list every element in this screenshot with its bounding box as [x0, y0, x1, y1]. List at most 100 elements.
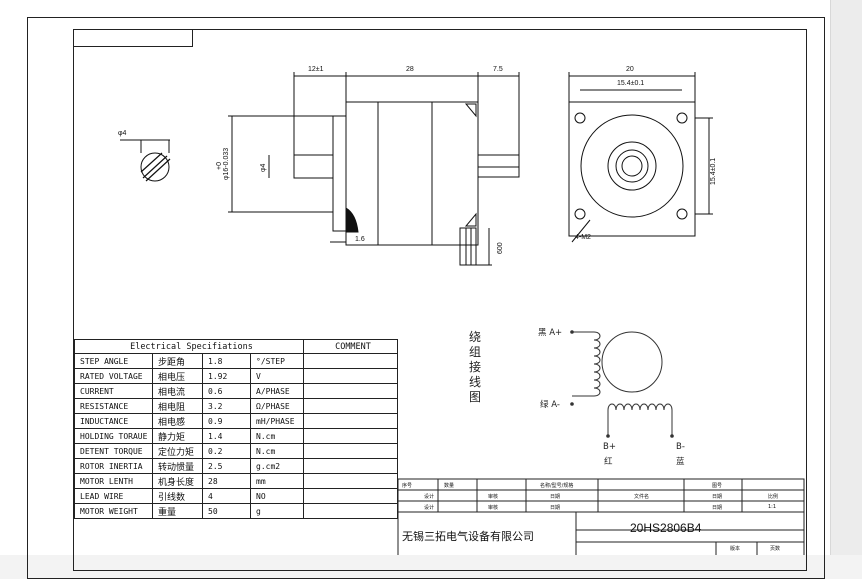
- spec-comment-cell: [303, 383, 398, 399]
- dim-shaft-length: 12±1: [308, 66, 324, 73]
- tb-design: 设计: [424, 494, 435, 500]
- spec-unit: V: [250, 368, 304, 384]
- dim-pilot-diameter: φ16-0.033: [223, 147, 230, 180]
- coil-a: [572, 331, 601, 397]
- spec-name-en: CURRENT: [74, 383, 153, 399]
- comment-header: COMMENT: [303, 339, 398, 354]
- spec-name-cn: 转动惯量: [152, 458, 203, 474]
- model-number: 20HS2806B4: [630, 521, 702, 535]
- tb-review-2: 审核: [488, 505, 499, 511]
- spec-comment-cell: [303, 503, 398, 519]
- wire-a-plus: 黑 A+: [538, 328, 563, 338]
- spec-name-cn: 相电感: [152, 413, 203, 429]
- motor-body-side: [345, 101, 479, 246]
- dim-flange-thickness: 1.6: [355, 236, 365, 243]
- tb-design-2: 设计: [424, 505, 435, 511]
- spec-name-en: INDUCTANCE: [74, 413, 153, 429]
- spec-unit: g: [250, 503, 304, 519]
- wire-a-minus: 绿 A-: [540, 400, 560, 410]
- spec-value: 1.4: [202, 428, 251, 444]
- wire-b-plus: B+: [603, 442, 616, 452]
- spec-name-cn: 静力矩: [152, 428, 203, 444]
- spec-value: 1.92: [202, 368, 251, 384]
- spec-name-en: HOLDING TORAUE: [74, 428, 153, 444]
- spec-name-en: DETENT TORQUE: [74, 443, 153, 459]
- spec-unit: N.cm: [250, 443, 304, 459]
- motor-flange: [332, 115, 347, 232]
- spec-unit: NO: [250, 488, 304, 504]
- wire-b-minus-color: 蓝: [676, 457, 685, 467]
- dim-lead-length: 600: [497, 242, 504, 254]
- tb-name: 名称/型号/规格: [540, 483, 574, 489]
- spec-name-cn: 相电压: [152, 368, 203, 384]
- motor-shaft: [293, 154, 334, 179]
- drawing-label-box: [73, 29, 193, 47]
- spec-title: Electrical Specifiations: [74, 339, 304, 354]
- spec-name-cn: 定位力矩: [152, 443, 203, 459]
- spec-comment-cell: [303, 428, 398, 444]
- tb-date: 日期: [550, 494, 561, 500]
- tb-scale-label: 比例: [768, 494, 779, 500]
- spec-name-cn: 相电流: [152, 383, 203, 399]
- wiring-rotor-circle: [601, 331, 663, 393]
- spec-unit: A/PHASE: [250, 383, 304, 399]
- spec-comment-cell: [303, 398, 398, 414]
- spec-unit: mH/PHASE: [250, 413, 304, 429]
- spec-value: 0.9: [202, 413, 251, 429]
- spec-comment-cell: [303, 353, 398, 369]
- motor-front-view: [568, 101, 696, 237]
- spec-unit: g.cm2: [250, 458, 304, 474]
- lead-wire: [459, 227, 477, 266]
- mechanical-drawing: [120, 72, 805, 555]
- tb-pages: 页数: [770, 546, 781, 552]
- spec-value: 2.5: [202, 458, 251, 474]
- coil-b: [607, 403, 673, 436]
- viewer-scrollbar[interactable]: [830, 0, 862, 555]
- spec-comment-cell: [303, 488, 398, 504]
- front-pilot-circle: [580, 114, 684, 218]
- spec-value: 0.2: [202, 443, 251, 459]
- spec-unit: N.cm: [250, 428, 304, 444]
- spec-comment-cell: [303, 458, 398, 474]
- dim-shaft-diameter: φ4: [260, 163, 267, 172]
- dim-section-diameter: φ4: [118, 130, 127, 137]
- spec-unit: Ω/PHASE: [250, 398, 304, 414]
- spec-value: 1.8: [202, 353, 251, 369]
- spec-name-en: ROTOR INERTIA: [74, 458, 153, 474]
- spec-comment-cell: [303, 473, 398, 489]
- spec-name-en: MOTOR LENTH: [74, 473, 153, 489]
- tb-date-3: 日期: [550, 505, 561, 511]
- dim-flange-width: 20: [626, 66, 634, 73]
- spec-name-cn: 重量: [152, 503, 203, 519]
- electrical-spec-table: Electrical Specifiations COMMENT STEP AN…: [74, 339, 398, 519]
- shaft-section: [140, 152, 170, 182]
- dim-pilot-tolerance: +0: [216, 162, 223, 170]
- dim-hole-spacing-v: 15.4±0.1: [710, 157, 717, 185]
- wire-b-minus: B-: [676, 442, 685, 452]
- spec-comment-cell: [303, 368, 398, 384]
- wire-b-plus-color: 红: [604, 457, 613, 467]
- tb-drawing-no: 图号: [712, 483, 723, 489]
- spec-value: 3.2: [202, 398, 251, 414]
- tb-index: 序号: [402, 483, 413, 489]
- spec-value: 50: [202, 503, 251, 519]
- spec-value: 28: [202, 473, 251, 489]
- spec-name-en: MOTOR WEIGHT: [74, 503, 153, 519]
- spec-comment-cell: [303, 443, 398, 459]
- dim-rear-shaft: 7.5: [493, 66, 503, 73]
- dim-hole-spacing-h: 15.4±0.1: [617, 80, 645, 87]
- spec-unit: °/STEP: [250, 353, 304, 369]
- tb-date-2: 日期: [712, 494, 723, 500]
- tb-date-4: 日期: [712, 505, 723, 511]
- spec-name-cn: 相电阻: [152, 398, 203, 414]
